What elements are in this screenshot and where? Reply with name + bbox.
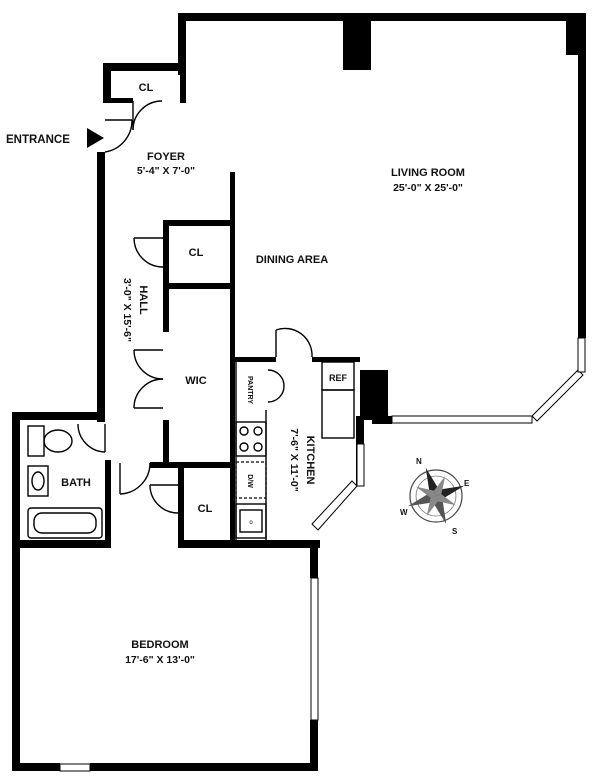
kitchen-label: KITCHEN	[304, 436, 316, 485]
dining-area-label: DINING AREA	[256, 254, 328, 266]
windows	[59, 337, 586, 772]
hall-dims: 3'-0" X 15'-6"	[121, 278, 133, 342]
fixtures: o	[27, 361, 355, 540]
svg-text:o: o	[249, 520, 253, 526]
hall-label-group: HALL	[137, 285, 149, 315]
doors	[77, 100, 313, 514]
entrance-arrow-icon	[87, 128, 104, 148]
exterior-walls	[12, 13, 586, 771]
wic-label: WIC	[185, 375, 206, 387]
closet-label-top: CL	[139, 82, 154, 94]
dishwasher-label: D/W	[246, 474, 253, 488]
kitchen-label-group: KITCHEN	[304, 436, 316, 485]
bath-label: BATH	[61, 477, 91, 489]
compass-e: E	[464, 479, 470, 488]
compass-s: S	[452, 527, 458, 536]
compass-n: N	[416, 457, 422, 466]
kitchen-dims-group: 7'-6" X 11'-0"	[288, 428, 300, 491]
hall-label: HALL	[137, 285, 149, 315]
compass-w: W	[400, 508, 408, 517]
closet-label-hall: CL	[189, 247, 204, 259]
entrance-label: ENTRANCE	[6, 134, 70, 146]
bedroom-label: BEDROOM	[131, 639, 188, 651]
living-room-label: LIVING ROOM	[391, 167, 465, 179]
ref-label: REF	[329, 373, 348, 383]
compass-rose-icon: N E S W	[400, 457, 470, 536]
interior-walls	[12, 63, 360, 548]
pantry-label-group: PANTRY	[246, 376, 253, 404]
dishwasher-label-group: D/W	[246, 474, 253, 488]
kitchen-dims: 7'-6" X 11'-0"	[288, 428, 300, 491]
closet-label-bedroom: CL	[198, 503, 213, 515]
living-room-dims: 25'-0" X 25'-0"	[393, 182, 463, 194]
foyer-label: FOYER	[147, 151, 185, 163]
bedroom-dims: 17'-6" X 13'-0"	[125, 654, 195, 666]
foyer-dims: 5'-4" X 7'-0"	[137, 165, 195, 177]
hall-dims-group: 3'-0" X 15'-6"	[121, 278, 133, 342]
pantry-label: PANTRY	[246, 376, 253, 404]
